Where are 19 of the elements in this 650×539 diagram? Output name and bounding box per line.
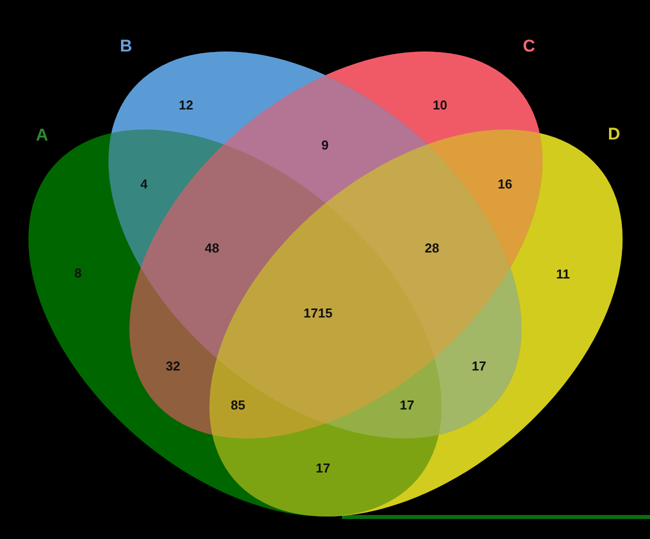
region-count: 17 bbox=[316, 462, 330, 474]
set-label: B bbox=[120, 38, 132, 54]
region-count: 48 bbox=[204, 242, 220, 254]
region-count: 32 bbox=[166, 360, 180, 372]
set-label: D bbox=[608, 126, 620, 142]
region-count: 85 bbox=[230, 398, 246, 412]
region-count: 28 bbox=[424, 242, 440, 254]
region-count: 11 bbox=[556, 268, 570, 280]
region-count: 17 bbox=[400, 398, 414, 412]
region-count: 8 bbox=[74, 266, 82, 280]
region-count: 9 bbox=[321, 138, 329, 152]
region-count: 17 bbox=[472, 360, 486, 372]
set-label: A bbox=[36, 126, 48, 144]
region-count: 1715 bbox=[304, 306, 332, 320]
set-label: C bbox=[522, 38, 536, 54]
region-count: 12 bbox=[178, 98, 194, 112]
region-count: 10 bbox=[432, 98, 448, 112]
region-count: 16 bbox=[498, 178, 512, 190]
region-count: 4 bbox=[140, 178, 148, 190]
